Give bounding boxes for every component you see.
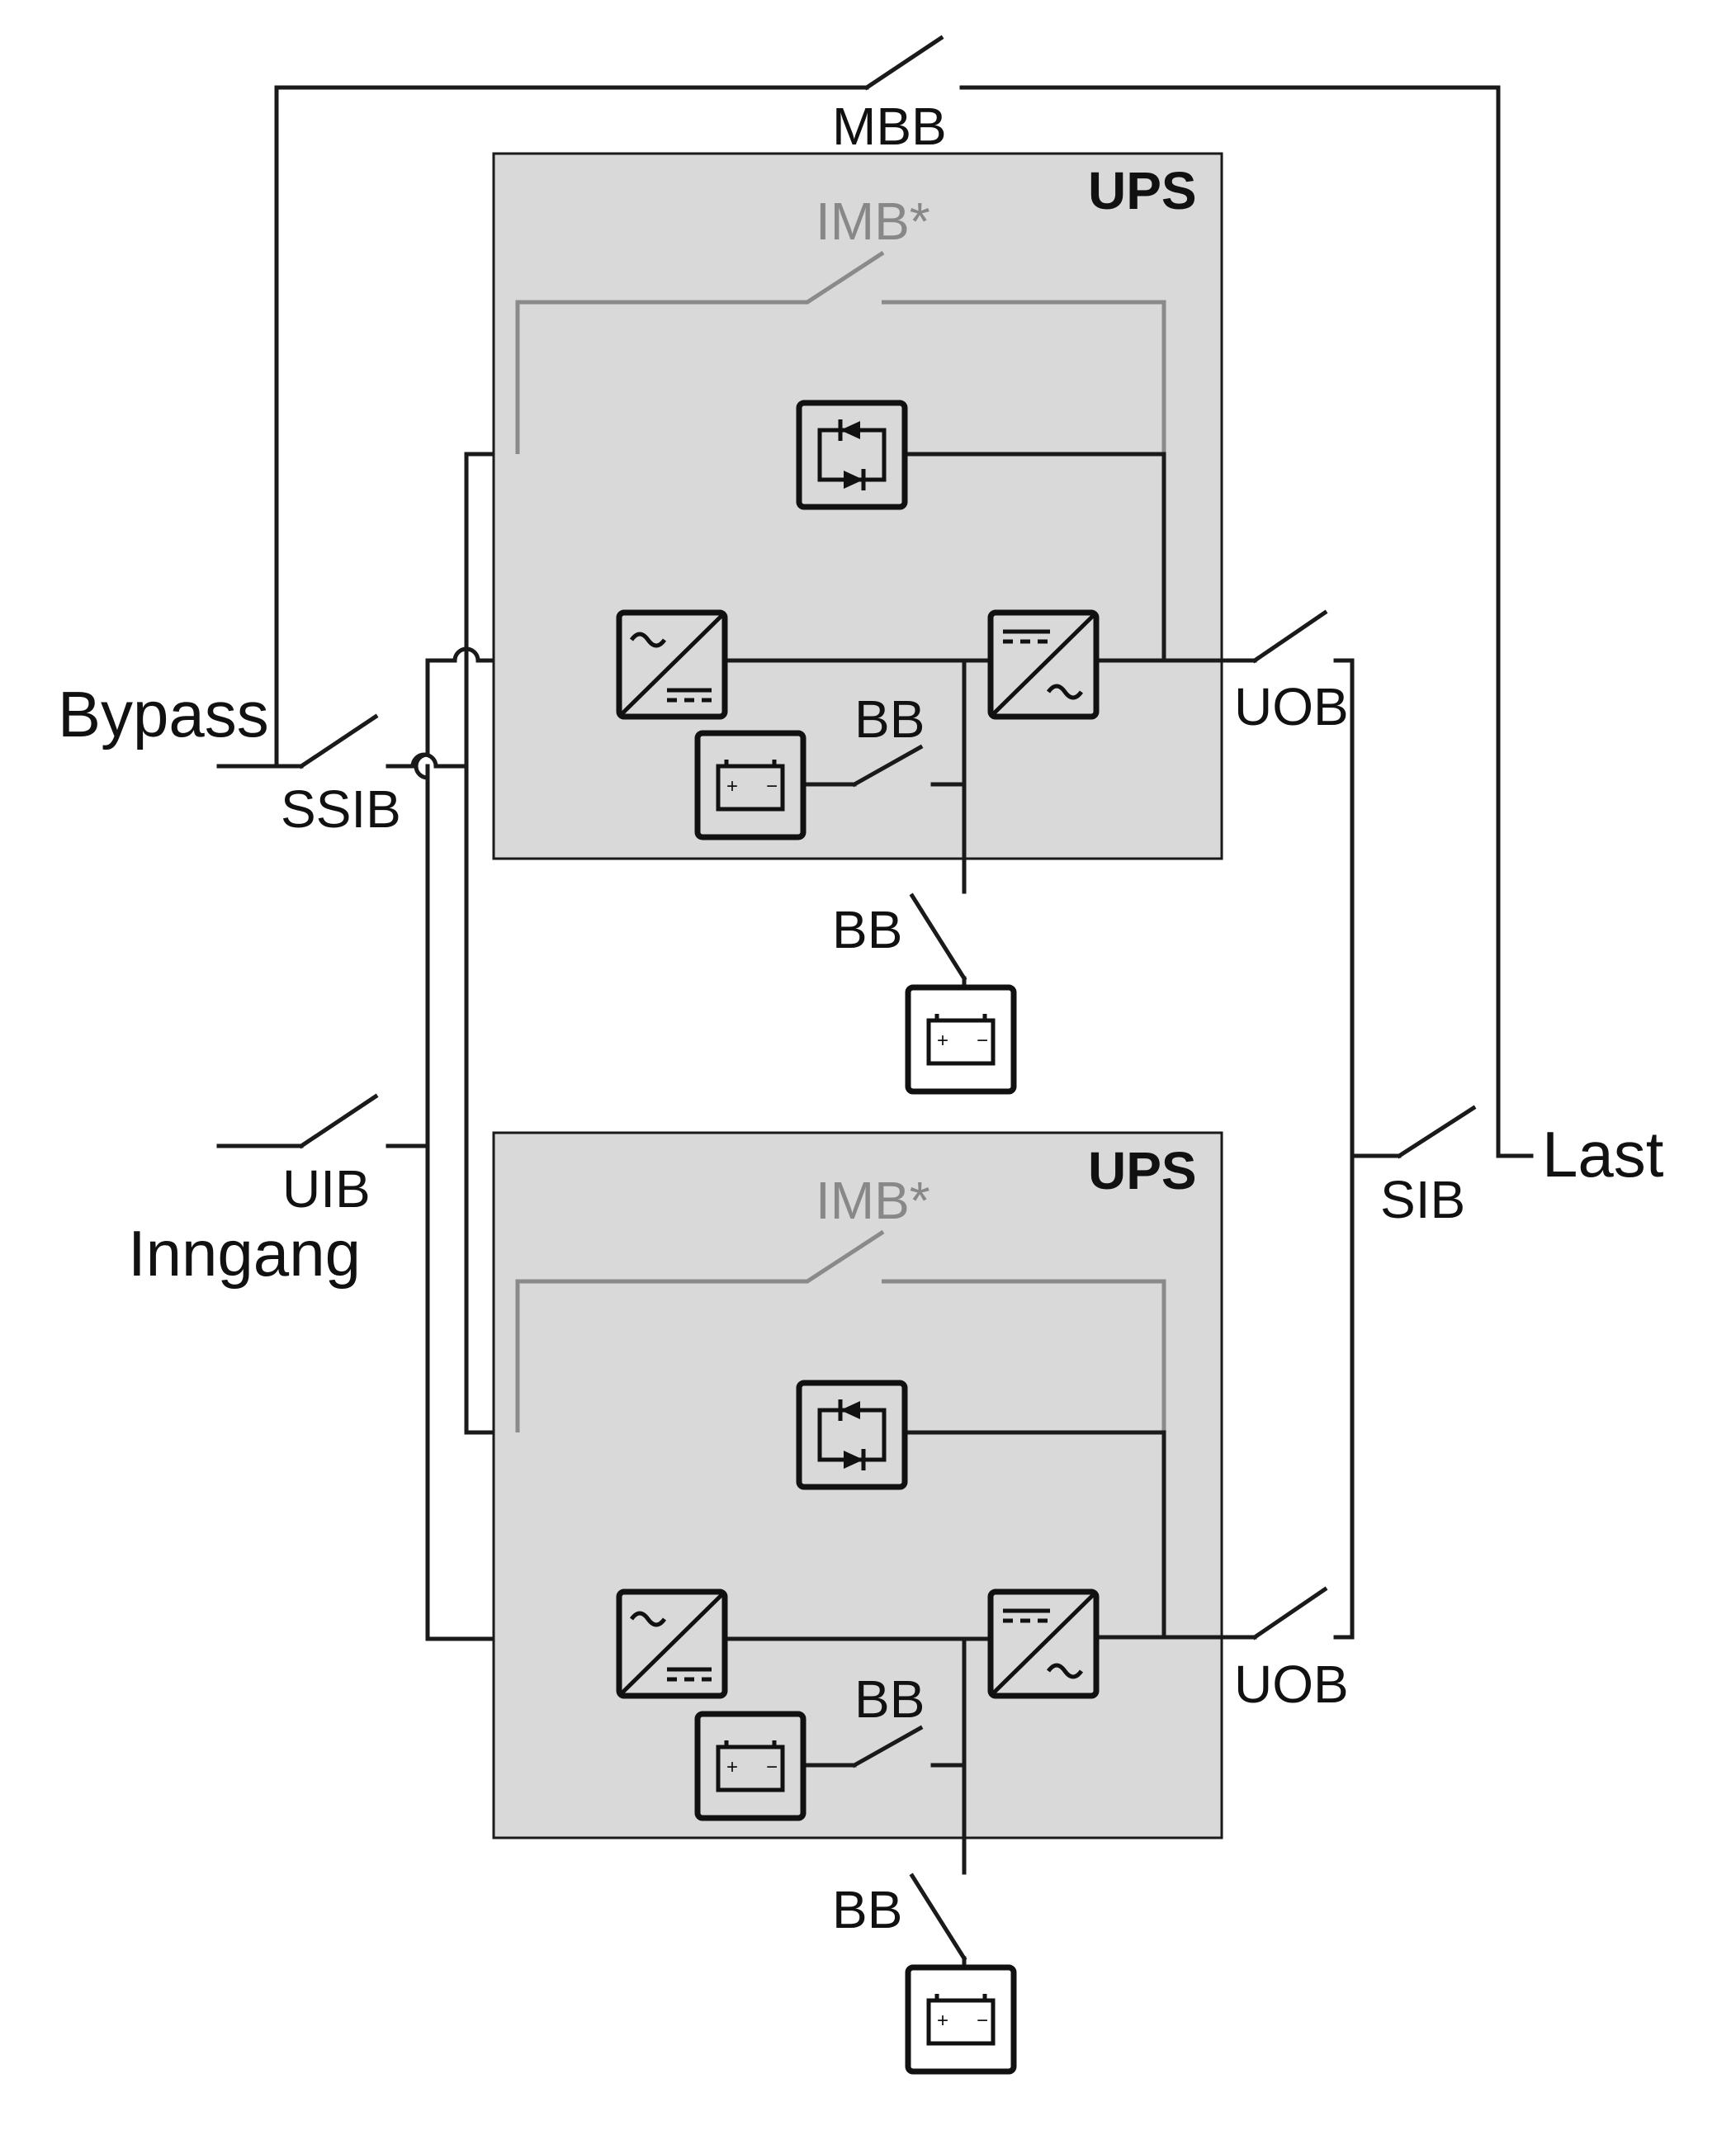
bb-external-label: BB [832, 900, 902, 959]
uob-label: UOB [1234, 677, 1349, 736]
bb-internal-label: BB [854, 689, 925, 749]
svg-text:+: + [937, 1030, 948, 1052]
external-battery-2: + − BB [832, 1872, 1017, 2075]
imb-label: IMB* [816, 192, 930, 251]
ups-title: UPS [1088, 1141, 1197, 1200]
uib-label: UIB [282, 1159, 371, 1219]
mbb-label: MBB [832, 97, 947, 156]
bypass-label: Bypass [58, 678, 269, 750]
svg-text:+: + [937, 2010, 948, 2032]
static-switch-icon [796, 1380, 908, 1490]
inverter-icon [987, 609, 1100, 720]
ups-title: UPS [1088, 161, 1197, 220]
battery-icon: + − [694, 1711, 807, 1821]
battery-icon: + − [694, 730, 807, 840]
battery-icon: + − [905, 984, 1017, 1095]
svg-text:−: − [977, 1030, 988, 1052]
rectifier-icon [616, 609, 728, 720]
mbb-line [274, 35, 1501, 1158]
sib-label: SIB [1380, 1170, 1465, 1229]
svg-text:−: − [766, 775, 778, 798]
imb-label: IMB* [816, 1171, 930, 1230]
ssib-label: SSIB [281, 779, 401, 839]
static-switch-icon [796, 400, 908, 510]
ups-unit-2: UPS IMB* [492, 1131, 1349, 1875]
bb-internal-label: BB [854, 1669, 925, 1729]
svg-text:+: + [726, 1756, 738, 1778]
last-label: Last [1542, 1118, 1664, 1191]
bb-external-label: BB [832, 1880, 902, 1939]
svg-text:+: + [726, 775, 738, 798]
inverter-icon [987, 1588, 1100, 1699]
battery-icon: + − [905, 1964, 1017, 2075]
inngang-label: Inngang [128, 1217, 361, 1290]
ups-unit-1: UPS IMB* [492, 152, 1349, 894]
rectifier-icon [616, 1588, 728, 1699]
external-battery-1: + − BB [832, 889, 1017, 1095]
output-bus [1333, 658, 1534, 1640]
svg-text:−: − [977, 2010, 988, 2032]
uob-label: UOB [1234, 1655, 1349, 1714]
svg-text:−: − [766, 1756, 778, 1778]
